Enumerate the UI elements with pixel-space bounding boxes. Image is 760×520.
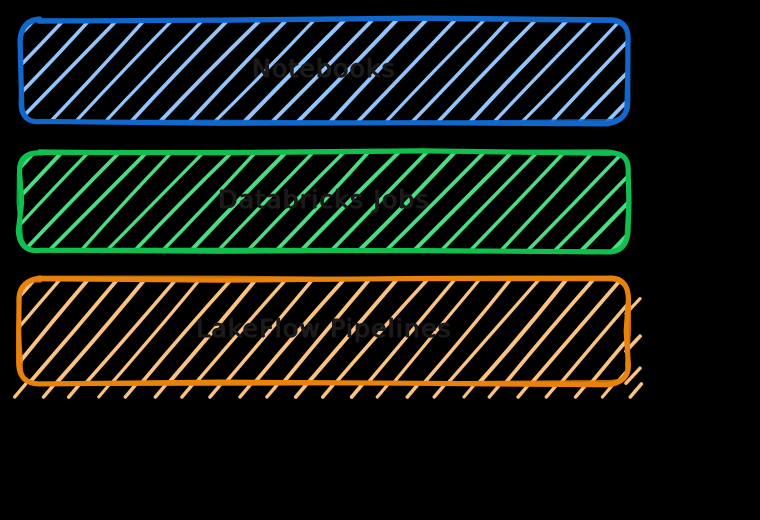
diagram-box-lakeflow-pipelines[interactable]: LakeFlow Pipelines — [6, 265, 644, 399]
databricks-jobs-box-shape — [15, 148, 632, 255]
lakeflow-pipelines-box-shape — [13, 275, 644, 399]
diagram-box-notebooks[interactable]: Notebooks — [6, 6, 642, 136]
diagram-box-databricks-jobs[interactable]: Databricks Jobs — [6, 138, 642, 266]
notebooks-box-shape — [17, 15, 631, 127]
